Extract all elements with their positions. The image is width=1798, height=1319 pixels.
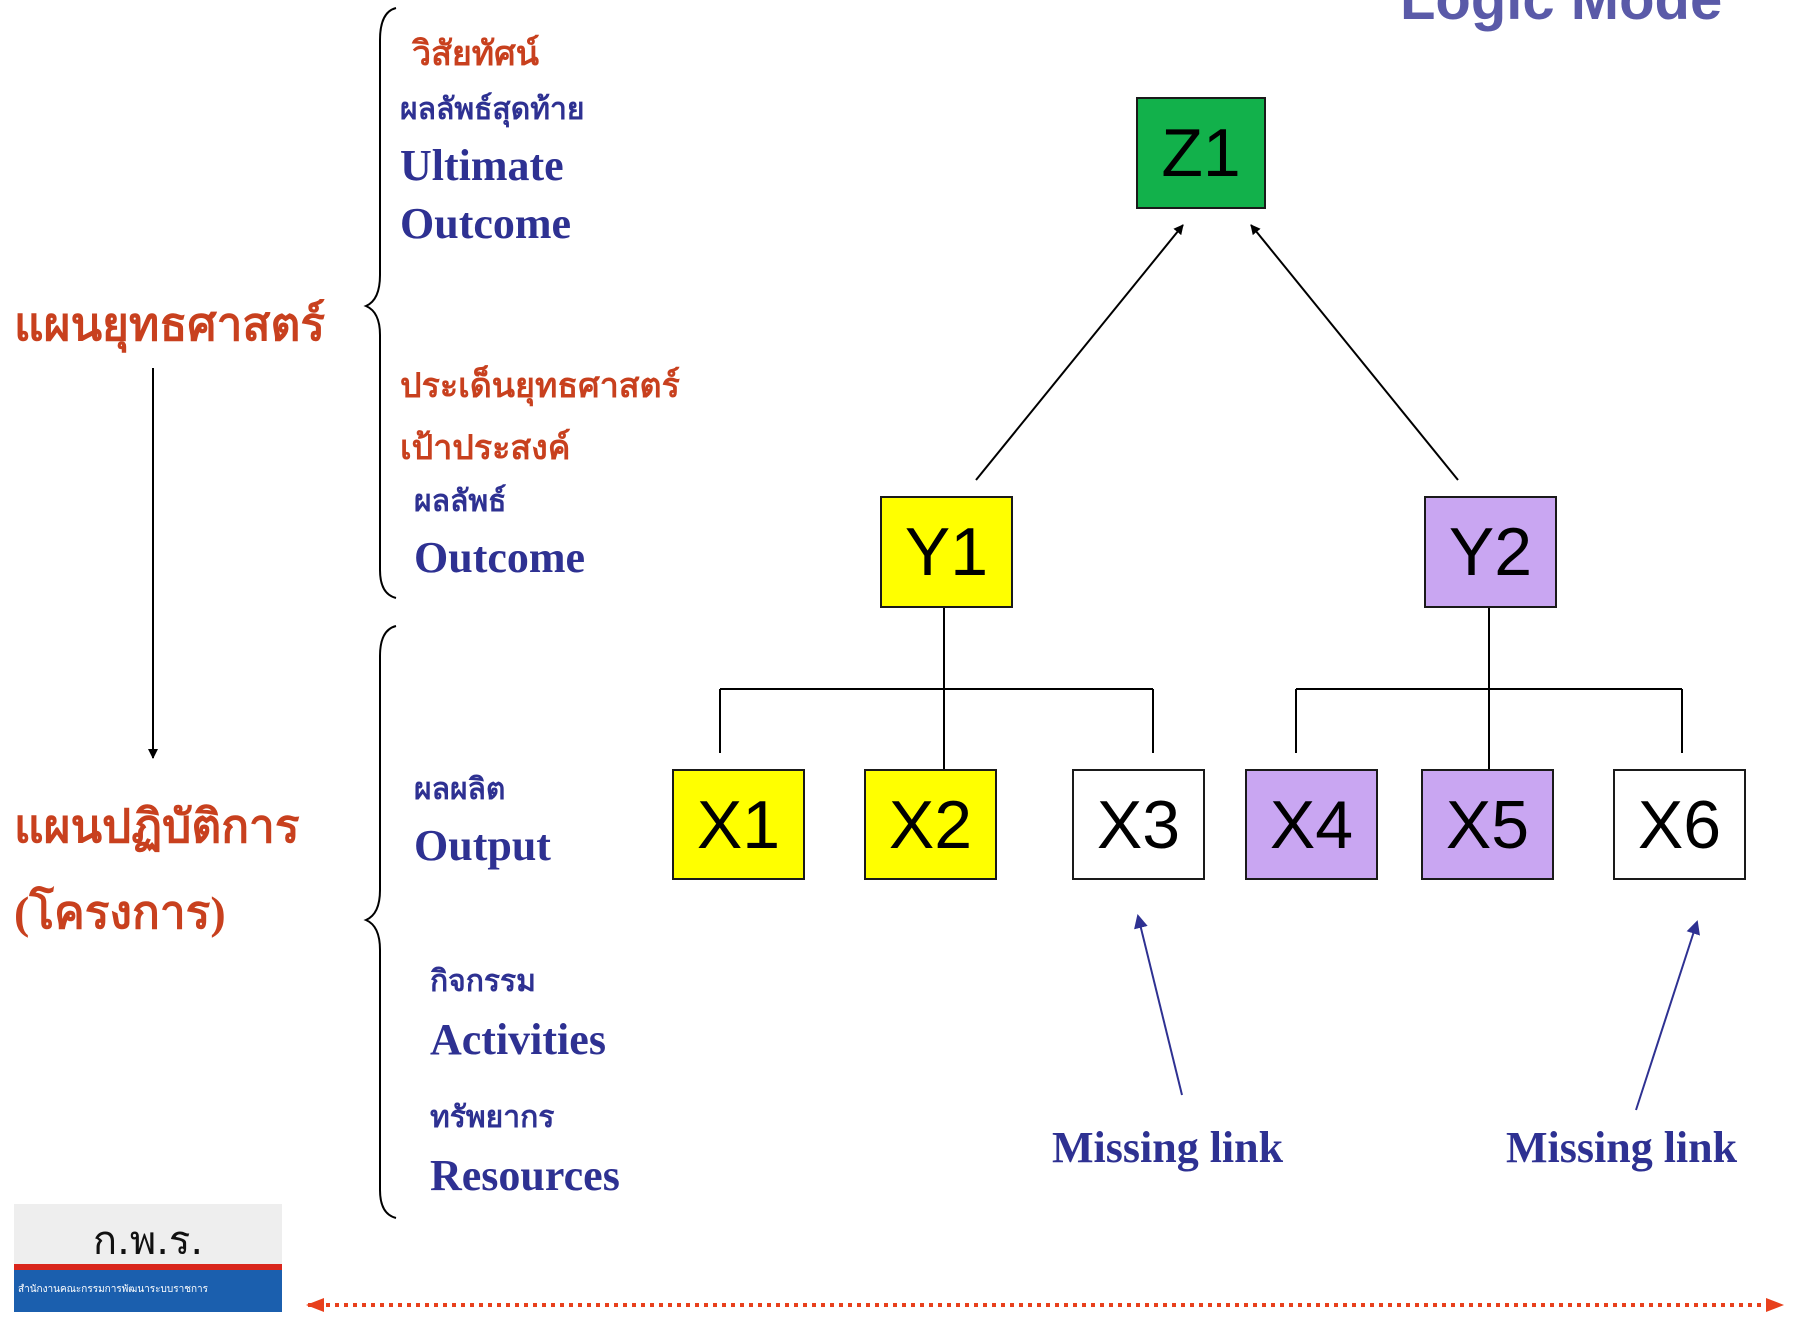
node-z1: Z1	[1136, 97, 1266, 209]
node-x6: X6	[1613, 769, 1746, 880]
goal-label: เป้าประสงค์	[400, 430, 571, 467]
node-x3: X3	[1072, 769, 1205, 880]
y1-to-z1-arrow	[975, 224, 1184, 481]
missing-link-arrow-1	[1134, 914, 1183, 1096]
logo-text: ก.พ.ร.	[92, 1218, 204, 1264]
ultimate-outcome-th-label: ผลลัพธ์สุดท้าย	[400, 93, 585, 126]
missing-link-arrow-2	[1635, 920, 1700, 1111]
activities-label: Activities	[430, 1015, 606, 1064]
node-x2: X2	[864, 769, 997, 880]
lower-bracket	[363, 625, 397, 1219]
output-th-label: ผลผลิต	[414, 773, 506, 806]
missing-link-label-1: Missing link	[1052, 1123, 1284, 1172]
action-plan-label: แผนปฏิบัติการ	[14, 801, 300, 852]
y2-to-z1-arrow	[1250, 224, 1459, 481]
page-title: Logic Mode	[1400, 0, 1722, 33]
logo-red-stripe	[14, 1264, 282, 1270]
resources-label: Resources	[430, 1151, 620, 1200]
node-x1: X1	[672, 769, 805, 880]
vision-label: วิสัยทัศน์	[412, 36, 540, 73]
outcome-label: Outcome	[414, 533, 586, 582]
strategic-issue-label: ประเด็นยุทธศาสตร์	[400, 368, 680, 405]
logo-blue-band	[14, 1270, 282, 1312]
ultimate-label: Ultimate	[400, 141, 564, 190]
upper-bracket	[363, 7, 397, 599]
logo-subtitle: สำนักงานคณะกรรมการพัฒนาระบบราชการ	[18, 1284, 209, 1295]
project-label: (โครงการ)	[14, 887, 226, 938]
output-label: Output	[414, 821, 551, 870]
missing-link-label-2: Missing link	[1506, 1123, 1738, 1172]
opdc-logo: ก.พ.ร. สำนักงานคณะกรรมการพัฒนาระบบราชการ	[14, 1204, 282, 1312]
outcome-th-label: ผลลัพธ์	[414, 485, 507, 518]
strategic-plan-label: แผนยุทธศาสตร์	[14, 299, 326, 350]
resources-th-label: ทรัพยากร	[430, 1101, 555, 1134]
node-x5: X5	[1421, 769, 1554, 880]
node-x4: X4	[1245, 769, 1378, 880]
activities-th-label: กิจกรรม	[430, 965, 536, 998]
ultimate-outcome-label: Outcome	[400, 199, 572, 248]
node-y1: Y1	[880, 496, 1013, 608]
node-y2: Y2	[1424, 496, 1557, 608]
